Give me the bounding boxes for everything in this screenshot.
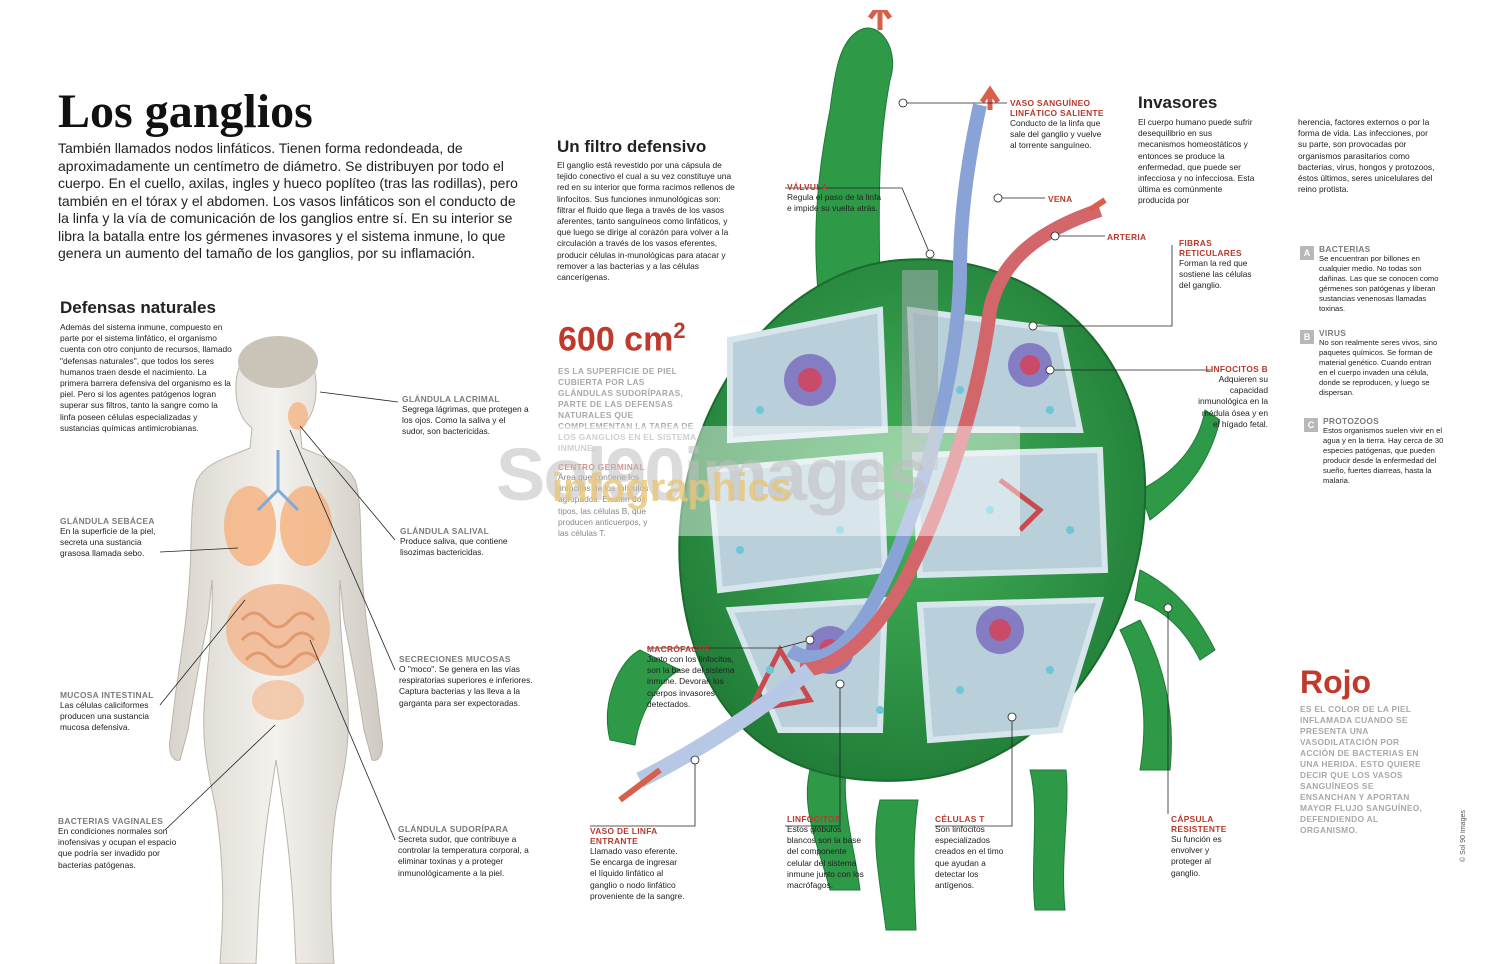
vaso-entrante-title: VASO DE LINFA ENTRANTE <box>590 826 658 846</box>
linfocitos-title: LINFOCITOS <box>787 814 841 824</box>
valvula-text: Regula el paso de la linfa e impide su v… <box>787 192 882 214</box>
protozoos-title: PROTOZOOS <box>1323 416 1380 426</box>
intestinal-title: MUCOSA INTESTINAL <box>60 690 154 700</box>
macrofagos-title: MACRÓFAGOS <box>647 644 711 654</box>
watermark-line2: infographics <box>552 466 793 510</box>
fibras-title: FIBRAS RETICULARES <box>1179 238 1242 258</box>
vaginales-title: BACTERIAS VAGINALES <box>58 816 164 826</box>
stat-600-text: ES LA SUPERFICIE DE PIEL CUBIERTA POR LA… <box>558 366 697 453</box>
vaso-saliente-text: Conducto de la linfa que sale del gangli… <box>1010 118 1102 151</box>
salival-title: GLÁNDULA SALIVAL <box>400 526 490 536</box>
linfocitos-text: Estos glóbulos blancos son la base del c… <box>787 824 864 891</box>
bacterias-text: Se encuentran por billones en cualquier … <box>1319 254 1439 313</box>
badge-b: B <box>1300 330 1314 344</box>
arteria-label: ARTERIA <box>1107 232 1147 242</box>
mucosas-title: SECRECIONES MUCOSAS <box>399 654 511 664</box>
vena-label: VENA <box>1048 194 1073 204</box>
vaso-entrante-text: Llamado vaso eferente. Se encarga de ing… <box>590 846 685 901</box>
sebacea-text: En la superficie de la piel, secreta una… <box>60 526 156 559</box>
page-title: Los ganglios <box>58 85 313 138</box>
rojo-text: ES EL COLOR DE LA PIEL INFLAMADA CUANDO … <box>1300 704 1423 835</box>
sudoripara-title: GLÁNDULA SUDORÍPARA <box>398 824 509 834</box>
invasores-col2: herencia, factores externos o por la for… <box>1298 117 1435 195</box>
linfocitos-b-title: LINFOCITOS B <box>1205 364 1268 374</box>
filtro-heading: Un filtro defensivo <box>557 137 707 156</box>
stat-600-value: 600 cm2 <box>558 318 686 359</box>
capsula-title: CÁPSULA RESISTENTE <box>1171 814 1227 834</box>
lacrimal-title: GLÁNDULA LACRIMAL <box>402 394 500 404</box>
defensas-text: Además del sistema inmune, compuesto en … <box>60 322 232 433</box>
celulas-t-text: Son linfocitos especializados creados en… <box>935 824 1004 891</box>
invasores-col1: El cuerpo humano puede sufrir desequilib… <box>1138 117 1255 206</box>
salival-text: Produce saliva, que contiene lisozimas b… <box>400 536 508 558</box>
intro-text: También llamados nodos linfáticos. Tiene… <box>58 140 518 261</box>
watermark: Sol90images infographics <box>492 426 1020 536</box>
fibras-text: Forman la red que sostiene las células d… <box>1179 258 1252 291</box>
valvula-title: VÁLVULA <box>787 182 829 192</box>
sudoripara-text: Secreta sudor, que contribuye a controla… <box>398 834 529 878</box>
lacrimal-text: Segrega lágrimas, que protegen a los ojo… <box>402 404 529 437</box>
badge-c: C <box>1304 418 1318 432</box>
badge-a: A <box>1300 246 1314 260</box>
virus-title: VIRUS <box>1319 328 1347 338</box>
defensas-heading: Defensas naturales <box>60 298 216 317</box>
filtro-text: El ganglio está revestido por una cápsul… <box>557 160 735 283</box>
centro-text: Área que contiene los linfocitos de los … <box>558 472 649 539</box>
linfocitos-b-text: Adquieren su capacidad inmunológica en l… <box>1198 374 1268 429</box>
celulas-t-title: CÉLULAS T <box>935 814 985 824</box>
centro-title: CENTRO GERMINAL <box>558 462 645 472</box>
human-body-illustration <box>169 336 383 964</box>
watermark-line1: Sol90images <box>496 433 928 516</box>
bacterias-title: BACTERIAS <box>1319 244 1371 254</box>
credit: © Sol 90 Images <box>1460 810 1467 862</box>
sebacea-title: GLÁNDULA SEBÁCEA <box>60 516 155 526</box>
mucosas-text: O "moco". Se genera en las vías respirat… <box>399 664 533 708</box>
capsula-text: Su función es envolver y proteger al gan… <box>1171 834 1222 878</box>
invasores-heading: Invasores <box>1138 93 1218 112</box>
lymph-node-illustration <box>606 10 1220 931</box>
virus-text: No son realmente seres vivos, sino paque… <box>1319 338 1438 397</box>
vaginales-text: En condiciones normales son inofensivas … <box>58 826 177 870</box>
protozoos-text: Estos organismos suelen vivir en el agua… <box>1323 426 1444 485</box>
vaso-saliente-title: VASO SANGUÍNEO LINFÁTICO SALIENTE <box>1010 98 1104 118</box>
intestinal-text: Las células caliciformes producen una su… <box>60 700 149 733</box>
rojo-heading: Rojo <box>1300 664 1372 700</box>
macrofagos-text: Junto con los linfocitos, son la base de… <box>647 654 735 709</box>
